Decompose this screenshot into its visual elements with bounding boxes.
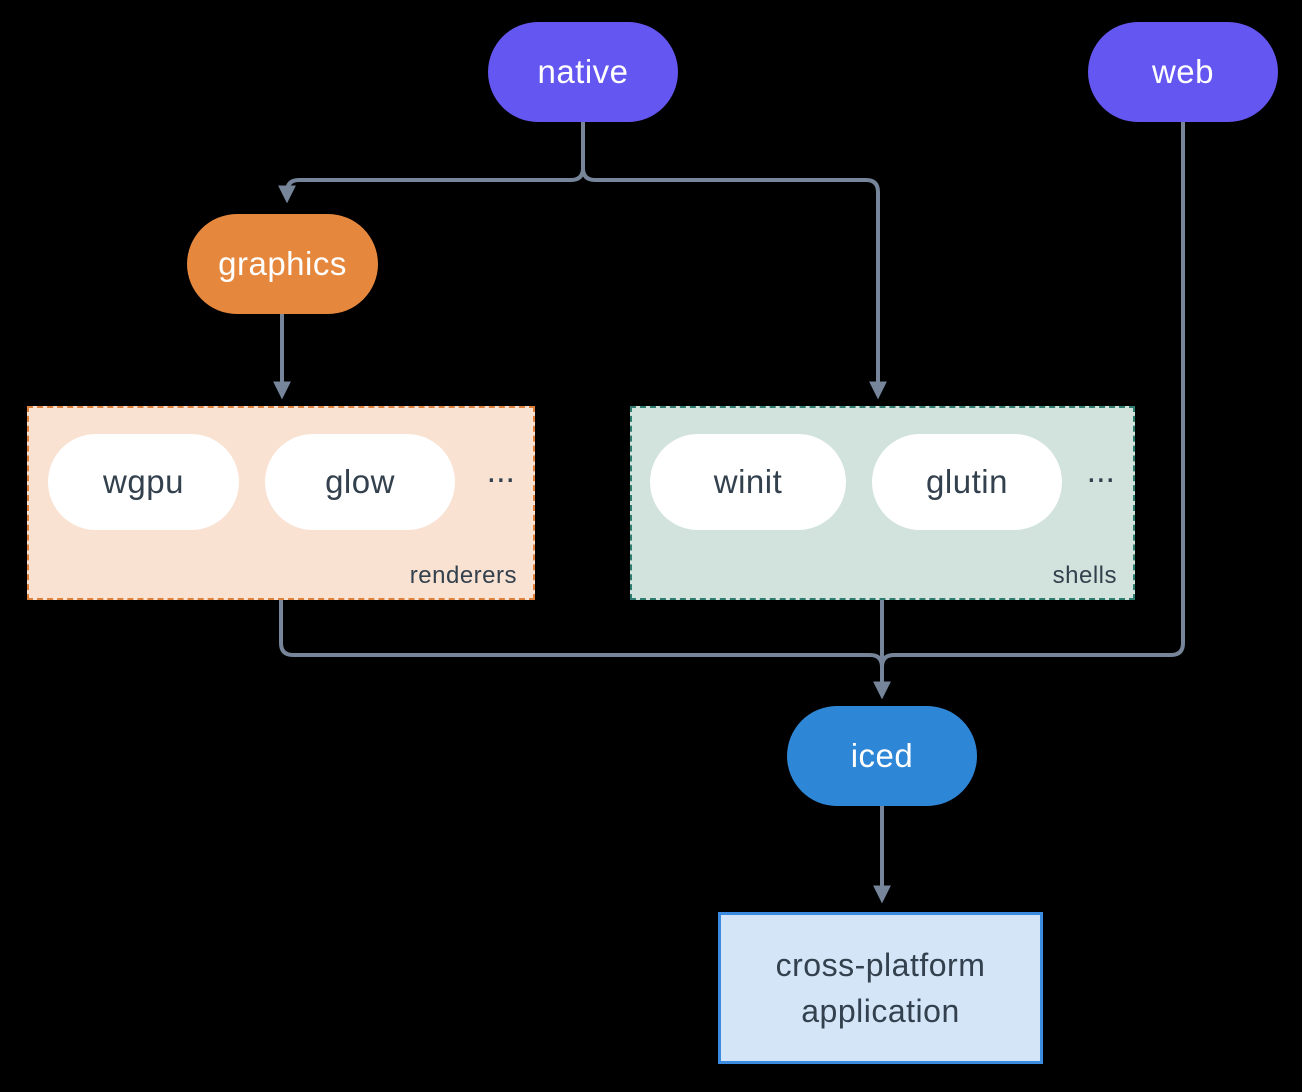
group-shells: winit glutin ... shells — [630, 406, 1135, 600]
renderers-ellipsis: ... — [486, 452, 515, 490]
node-graphics-label: graphics — [218, 245, 347, 282]
node-glow-label: glow — [325, 463, 395, 500]
node-iced-label: iced — [850, 737, 914, 774]
node-graphics: graphics — [187, 214, 378, 314]
edge-native-shells — [581, 122, 887, 400]
edge-renderers-iced — [279, 600, 884, 668]
shells-ellipsis: ... — [1086, 452, 1115, 490]
node-winit-label: winit — [713, 463, 783, 500]
node-native: native — [488, 22, 678, 122]
renderers-group-label: renderers — [409, 562, 517, 589]
node-iced: iced — [787, 706, 977, 806]
shells-group-label: shells — [1052, 562, 1117, 589]
node-wgpu: wgpu — [48, 434, 239, 530]
node-glow: glow — [265, 434, 455, 530]
node-web-label: web — [1151, 53, 1215, 90]
node-cross-platform-application: cross-platform application — [718, 912, 1043, 1064]
node-winit: winit — [650, 434, 846, 530]
edge-native-graphics — [278, 122, 585, 204]
app-label-line2: application — [801, 993, 960, 1029]
node-native-label: native — [537, 53, 629, 90]
node-glutin: glutin — [872, 434, 1062, 530]
group-renderers: wgpu glow ... renderers — [27, 406, 535, 600]
app-label-line1: cross-platform — [775, 947, 986, 983]
node-wgpu-label: wgpu — [103, 463, 184, 500]
node-glutin-label: glutin — [926, 463, 1008, 500]
node-web: web — [1088, 22, 1278, 122]
